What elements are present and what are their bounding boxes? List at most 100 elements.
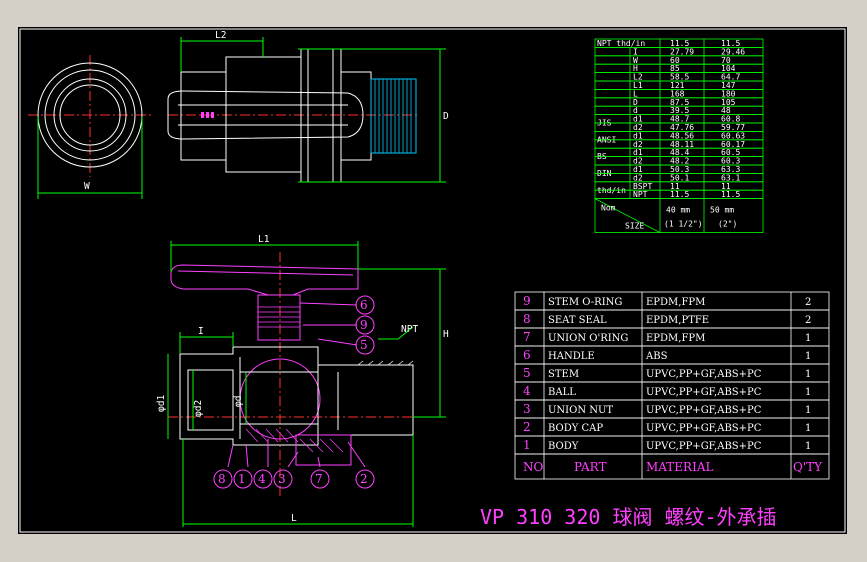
parts-list-part: HANDLE	[548, 351, 595, 362]
section-view	[168, 252, 428, 497]
top-view-marks	[201, 112, 214, 118]
top-view-dims	[180, 37, 446, 183]
size-table-v1: 39.5	[670, 106, 689, 115]
size-table-sub: H	[633, 64, 638, 73]
section-thread	[357, 360, 414, 366]
size-table-v1: 87.5	[670, 98, 689, 107]
balloon-1	[233, 469, 253, 489]
parts-list-material: EPDM,FPM	[646, 333, 705, 344]
cad-drawing-canvas: W L2 D	[18, 27, 847, 534]
size-table-c1a: 40 mm	[666, 206, 690, 215]
size-table-v1: 47.76	[670, 123, 694, 132]
top-body-cap	[340, 71, 372, 161]
parts-list-part: UNION NUT	[548, 405, 613, 416]
parts-list-no: 4	[523, 384, 531, 398]
dim-l2-label: L2	[215, 30, 226, 41]
parts-list-part: UNION O'RING	[548, 333, 628, 344]
size-table-v2: 60.5	[721, 148, 740, 157]
parts-list-no: 8	[523, 312, 531, 326]
dim-w-label: W	[84, 181, 90, 192]
balloon-9	[355, 315, 375, 335]
dim-h-label: H	[443, 329, 449, 340]
parts-list-qty: 1	[805, 405, 811, 416]
size-table-v2: 147	[721, 81, 736, 90]
balloon-5-label: 5	[360, 338, 368, 352]
section-left-socket	[187, 369, 234, 431]
top-view	[167, 48, 418, 183]
balloon-5	[355, 335, 375, 355]
parts-list-no: 2	[523, 420, 531, 434]
size-table-v1: 121	[670, 81, 685, 90]
parts-list-material: UPVC,PP+GF,ABS+PC	[646, 405, 762, 416]
size-table-v2: 104	[721, 64, 736, 73]
callouts-upper	[299, 295, 375, 355]
size-table-v2: 11.5	[721, 190, 740, 199]
section-hatch	[245, 306, 344, 453]
parts-list-no: 5	[523, 366, 531, 380]
size-table-header-c2: 11.5	[721, 39, 740, 48]
balloon-6	[355, 295, 375, 315]
parts-list-material: UPVC,PP+GF,ABS+PC	[646, 423, 762, 434]
size-table-v2: 180	[721, 89, 736, 98]
size-table-v1: 11.5	[670, 190, 689, 199]
top-thread-end	[370, 78, 417, 154]
size-table-v1: 48.2	[670, 157, 689, 166]
section-dims	[167, 241, 446, 527]
parts-list-qty: 1	[805, 369, 811, 380]
balloon-4	[253, 469, 273, 489]
section-ball-bore	[239, 371, 319, 425]
size-table-size: SIZE	[625, 222, 644, 231]
parts-list-part: PART	[574, 460, 606, 474]
parts-list-material: EPDM,FPM	[646, 297, 705, 308]
end-view	[28, 55, 153, 199]
size-table-c2a: 50 mm	[710, 206, 734, 215]
balloon-3	[273, 469, 293, 489]
parts-list-no: 3	[523, 402, 531, 416]
parts-list-part: STEM O-RING	[548, 297, 622, 308]
size-table-sub: d1	[633, 115, 643, 124]
parts-list-material: EPDM,PTFE	[646, 315, 709, 326]
end-view-bore-circle	[59, 84, 121, 146]
size-table-header-label: NPT thd/in	[597, 39, 645, 48]
size-table-sub: d1	[633, 131, 643, 140]
size-table-v2: 64.7	[721, 73, 740, 82]
size-table-v2: 29.46	[721, 47, 745, 56]
size-table-sub: W	[633, 56, 638, 65]
balloon-2	[355, 469, 375, 489]
dim-d2-label: φd2	[193, 400, 204, 417]
parts-list-header-row	[514, 453, 830, 480]
size-table-v1: 48.4	[670, 148, 689, 157]
size-table-sub: d2	[633, 157, 643, 166]
size-table-sub: NPT	[633, 190, 648, 199]
size-table-sub: d2	[633, 173, 643, 182]
top-thread-hatch	[374, 79, 412, 153]
parts-list-part: BODY CAP	[548, 423, 603, 434]
size-table-sub: L	[633, 89, 638, 98]
size-table-sub: d1	[633, 165, 643, 174]
size-table-v2: 60.3	[721, 157, 740, 166]
size-table-v2: 63.1	[721, 173, 740, 182]
parts-list-qty: 2	[805, 315, 811, 326]
balloon-4-label: 4	[258, 472, 266, 486]
parts-list-no: NO	[523, 460, 544, 474]
size-table-sub: d1	[633, 148, 643, 157]
parts-list-part: BALL	[548, 387, 576, 398]
size-table-header-c1: 11.5	[670, 39, 689, 48]
size-table-nom: Nom	[601, 204, 616, 213]
size-table-sub: D	[633, 98, 638, 107]
size-table-v1: 11	[670, 182, 680, 191]
size-table-sub: L2	[633, 73, 643, 82]
parts-list-qty: 2	[805, 297, 811, 308]
parts-list-material: UPVC,PP+GF,ABS+PC	[646, 387, 762, 398]
dim-i-label: I	[198, 326, 204, 337]
dim-d-inner-label: φd	[233, 396, 244, 407]
parts-list-qty: 1	[805, 423, 811, 434]
size-table-sub: I	[633, 47, 638, 56]
parts-list-qty: 1	[805, 387, 811, 398]
size-table-v1: 85	[670, 64, 680, 73]
parts-list-qty: 1	[805, 441, 811, 452]
size-table-sub: d2	[633, 123, 643, 132]
parts-list-part: BODY	[548, 441, 579, 452]
size-table-v2: 11	[721, 182, 731, 191]
